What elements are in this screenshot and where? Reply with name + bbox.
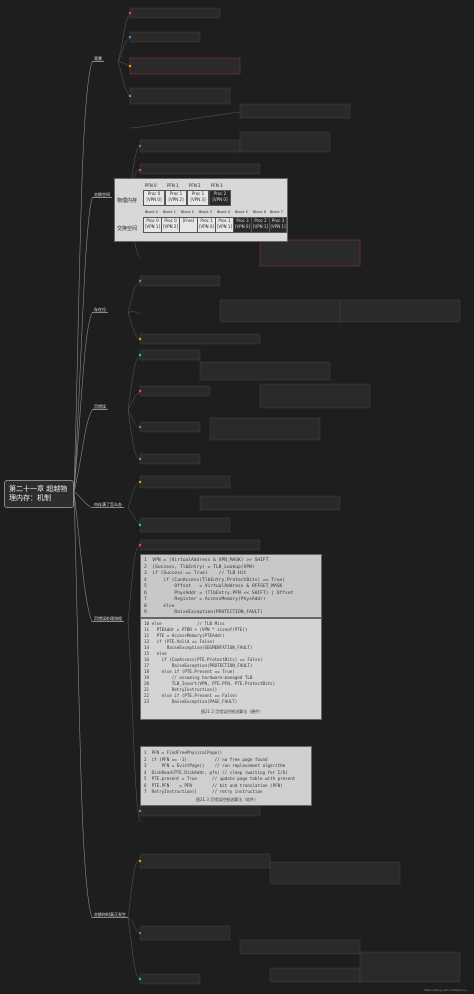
code3-line-2: 2 if (PFN == -1) // no free page found [144,756,268,762]
code3-line-1: 1 PFN = FindFreePhysicalPage() [144,750,223,755]
block-header-2: Block 2 [181,210,194,214]
block-cell-7: Proc 3 [VPN 1] [269,217,287,233]
block-header-1: Block 1 [163,210,176,214]
code2-line-18: 18 else if (PTE.Present == True) [144,669,235,674]
block-header-4: Block 4 [217,210,230,214]
bullet-markers [128,11,142,981]
block-cell-6: Proc 2 [VPN 1] [251,217,270,233]
pfn-cell-0: Proc 0 [VPN 0] [143,190,165,206]
code3-line-4: 4 DiskRead(PTE.DiskAddr, pfn) // sleep (… [144,769,288,775]
code1-line-8: 8 else [144,603,175,609]
code2-line-12: 12 PTE = AccessMemory(PTEAddr) [144,633,225,638]
code2-line-21: 21 RetryInstruction() [144,687,218,692]
code2-caption: 图21.2 页错误控制流算法（硬件） [201,709,264,714]
code-figure-tlb-hit: 1 VPN = (VirtualAddress & VPN_MASK) >> S… [140,554,322,618]
code3-line-3: 3 PFN = EvictPage() // run replacement a… [144,763,286,768]
block-header-3: Block 3 [199,210,212,214]
block-header-6: Block 6 [253,210,266,214]
code2-line-10: 10 else // TLB Miss [144,621,225,626]
branch-memory-full[interactable]: 内存满了怎么办 [92,502,124,508]
code3-line-5: 5 PTE.present = True // update page tabl… [144,776,296,781]
block-cell-0: Proc 0 [VPN 1] [143,217,162,233]
branch-page-fault-flow[interactable]: 页错误处理流程 [92,616,124,622]
code2-line-16: 16 if (CanAccess(PTE.ProtectBits) == Fal… [144,657,263,662]
branch-page-fault[interactable]: 页错误 [92,404,108,410]
branch-when-swap-happens[interactable]: 交换何时真正发生 [92,912,128,918]
branch-background[interactable]: 背景 [92,56,104,62]
code2-line-17: 17 RaiseException(PROTECTION_FAULT) [144,663,253,668]
block-header-7: Block 7 [270,210,283,214]
root-topic[interactable]: 第二十一章 超越物理内存：机制 [4,480,74,508]
code2-line-22: 22 else if (PTE.Present == False) [144,693,238,698]
connector-lines [73,61,93,919]
code2-line-20: 20 TLB_Insert(VPN, PTE.PFN, PTE.ProtectB… [144,681,276,686]
pfn-cell-2: Proc 1 [VPN 3] [187,190,209,206]
pfn-header-2: PFN 2 [189,183,201,188]
code1-line-9: 9 RaiseException(PROTECTION_FAULT) [144,610,263,615]
block-cell-4: Proc 1 [VPN 1] [215,217,234,233]
pfn-header-3: PFN 3 [211,183,223,188]
code2-line-13: 13 if (PTE.Valid == False) [144,639,215,644]
watermark-url: https://blog.csdn.net/weixin_... [423,988,470,992]
block-header-0: Block 0 [145,210,158,214]
leaf-text-blocks [129,7,461,985]
block-cell-5: Proc 3 [VPN 0] [233,217,252,233]
code-figure-software-handler: 1 PFN = FindFreePhysicalPage() 2 if (PFN… [140,746,312,806]
code2-line-19: 19 // assuming hardware-managed TLB [144,675,253,680]
code1-line-1: 1 VPN = (VirtualAddress & VPN_MASK) >> S… [144,558,269,563]
swap-space-figure: 物理内存 交换空间 PFN 0 PFN 1 PFN 2 PFN 3 Proc 0… [114,178,288,242]
code1-line-4: 4 if (CanAccess(TlbEntry.ProtectBits) ==… [144,577,286,583]
block-cell-2: [Free] [179,217,198,233]
block-header-5: Block 5 [235,210,248,214]
code2-line-23: 23 RaiseException(PAGE_FAULT) [144,699,238,704]
branch-swap-space[interactable]: 交换空间 [92,192,112,198]
code1-line-2: 2 (Success, TlbEntry) = TLB_Lookup(VPN) [144,564,255,570]
block-cell-3: Proc 1 [VPN 0] [197,217,216,233]
code1-line-3: 3 if (Success == True) // TLB Hit [144,571,247,576]
branch-present-bit[interactable]: 存在位 [92,307,108,313]
block-cell-1: Proc 0 [VPN 2] [161,217,180,233]
pfn-header-1: PFN 1 [167,183,179,188]
code2-line-15: 15 else [144,651,167,656]
swap-space-label: 交换空间 [117,226,138,232]
physical-memory-label: 物理内存 [117,198,138,204]
pfn-cell-3: Proc 2 [VPN 0] [209,190,231,206]
code3-caption: 图21.3 页错误控制流算法（软件） [196,797,259,802]
pfn-header-0: PFN 0 [145,183,157,188]
code1-line-7: 7 Register = AccessMemory(PhysAddr) [144,597,266,602]
leaf-lines [117,13,241,981]
code2-line-14: 14 RaiseException(SEGMENTATION_FAULT) [144,645,253,650]
code2-line-11: 11 PTEAddr = PTBR + (VPN * sizeof(PTE)) [144,627,248,632]
code1-line-5: 5 Offset = VirtualAddress & OFFSET_MASK [144,584,283,589]
pfn-cell-1: Proc 1 [VPN 2] [165,190,187,206]
code3-line-7: 7 RetryInstruction() // retry instructio… [144,789,263,794]
code3-line-6: 6 PTE.PFN = PFN // bit and translation (… [144,782,283,788]
code1-line-6: 6 PhysAddr = (TlbEntry.PFN << SHIFT) | O… [144,590,294,596]
code-figure-tlb-miss: 10 else // TLB Miss 11 PTEAddr = PTBR + … [140,618,322,720]
